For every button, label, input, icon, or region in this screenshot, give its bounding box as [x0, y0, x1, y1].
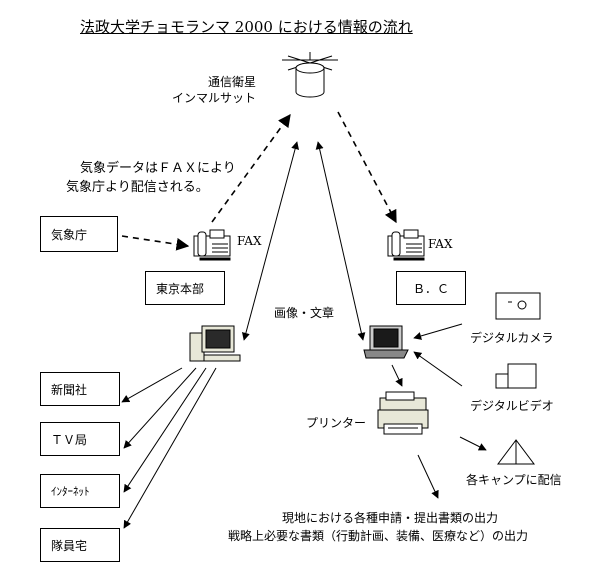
destination-tv-box: ＴＶ局	[40, 422, 120, 456]
printer-label: プリンター	[306, 416, 367, 430]
arrow-printer-to-output	[417, 454, 439, 499]
video-camera-icon	[495, 363, 537, 389]
laptop-icon	[363, 325, 409, 359]
destination-home-label: 隊員宅	[51, 538, 88, 553]
printer-icon	[377, 391, 429, 435]
arrow-satellite-pc-right	[315, 141, 366, 341]
bc-box: Ｂ．Ｃ	[396, 271, 466, 305]
tokyo-hq-box: 東京本部	[145, 271, 225, 305]
arrow-satellite-to-fax	[337, 111, 397, 224]
destination-newspaper-box: 新聞社	[40, 372, 120, 406]
page-title: 法政大学チョモランマ 2000 における情報の流れ	[80, 18, 413, 36]
arrow-pc-left-satellite	[241, 141, 300, 341]
jma-label: 気象庁	[51, 227, 88, 242]
satellite-icon	[282, 52, 338, 98]
desktop-pc-icon	[189, 325, 241, 362]
arrow-camera-to-laptop	[413, 323, 463, 340]
arrow-pc-to-newspaper	[121, 367, 183, 403]
image-text-label: 画像・文章	[274, 306, 335, 320]
arrow-pc-to-tv	[123, 367, 197, 449]
arrow-laptop-to-printer	[391, 364, 403, 387]
weather-note-line2: 気象庁より配信される。	[66, 180, 209, 195]
fax-left-label: FAX	[237, 234, 262, 248]
destination-internet-box: ｲﾝﾀｰﾈｯﾄ	[40, 474, 120, 508]
arrow-jma-to-fax	[121, 235, 190, 251]
output-note-line2: 戦略上必要な書類（行動計画、装備、医療など）の出力	[228, 529, 529, 543]
distribute-label: 各キャンプに配信	[466, 473, 562, 487]
destination-home-box: 隊員宅	[40, 528, 120, 562]
digital-video-label: デジタルビデオ	[470, 399, 554, 413]
arrow-printer-to-camps	[459, 436, 487, 451]
tent-icon	[497, 439, 535, 465]
weather-note-line1: 気象データはＦＡＸにより	[80, 161, 236, 176]
satellite-label-line2: インマルサット	[172, 91, 257, 105]
destination-newspaper-label: 新聞社	[51, 382, 88, 397]
fax-right-label: FAX	[428, 237, 453, 251]
fax-icon-right	[387, 229, 425, 261]
digital-camera-label: デジタルカメラ	[470, 331, 554, 345]
camera-icon	[495, 292, 541, 320]
tokyo-hq-label: 東京本部	[156, 281, 205, 296]
bc-label: Ｂ．Ｃ	[412, 281, 449, 296]
arrow-pc-to-internet	[123, 367, 207, 493]
arrow-pc-to-home	[123, 367, 217, 529]
destination-tv-label: ＴＶ局	[51, 432, 88, 447]
arrow-video-to-laptop	[413, 351, 463, 387]
jma-box: 気象庁	[40, 216, 118, 252]
fax-icon-left	[193, 229, 231, 261]
output-note-line1: 現地における各種申請・提出書類の出力	[282, 511, 499, 525]
satellite-label-line1: 通信衛星	[208, 75, 257, 89]
destination-internet-label: ｲﾝﾀｰﾈｯﾄ	[51, 485, 90, 498]
